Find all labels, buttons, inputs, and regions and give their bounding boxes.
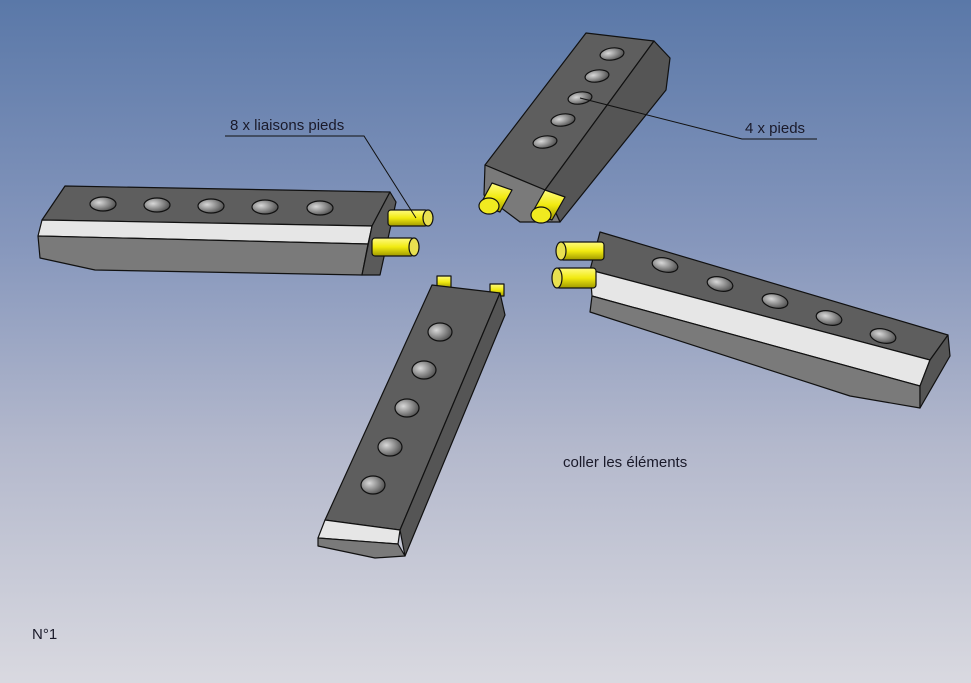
leader-line-connectors [225,135,417,219]
connector-pin [555,241,605,261]
figure-number: N°1 [32,626,58,643]
leg-block-left [37,185,434,276]
leader-line-legs [579,97,817,140]
connector-pin [371,237,420,257]
connectors-callout: 8 x liaisons pieds [230,117,345,134]
connector-pin [530,189,566,224]
leg-block-top [478,32,671,224]
legs-callout: 4 x pieds [745,120,806,137]
connector-pin [387,209,434,227]
assembly-instruction: coller les éléments [563,454,688,471]
leg-block-bottom [317,275,506,559]
connector-pin [551,267,597,289]
leg-block-right [551,231,951,409]
connector-pin [478,182,513,215]
